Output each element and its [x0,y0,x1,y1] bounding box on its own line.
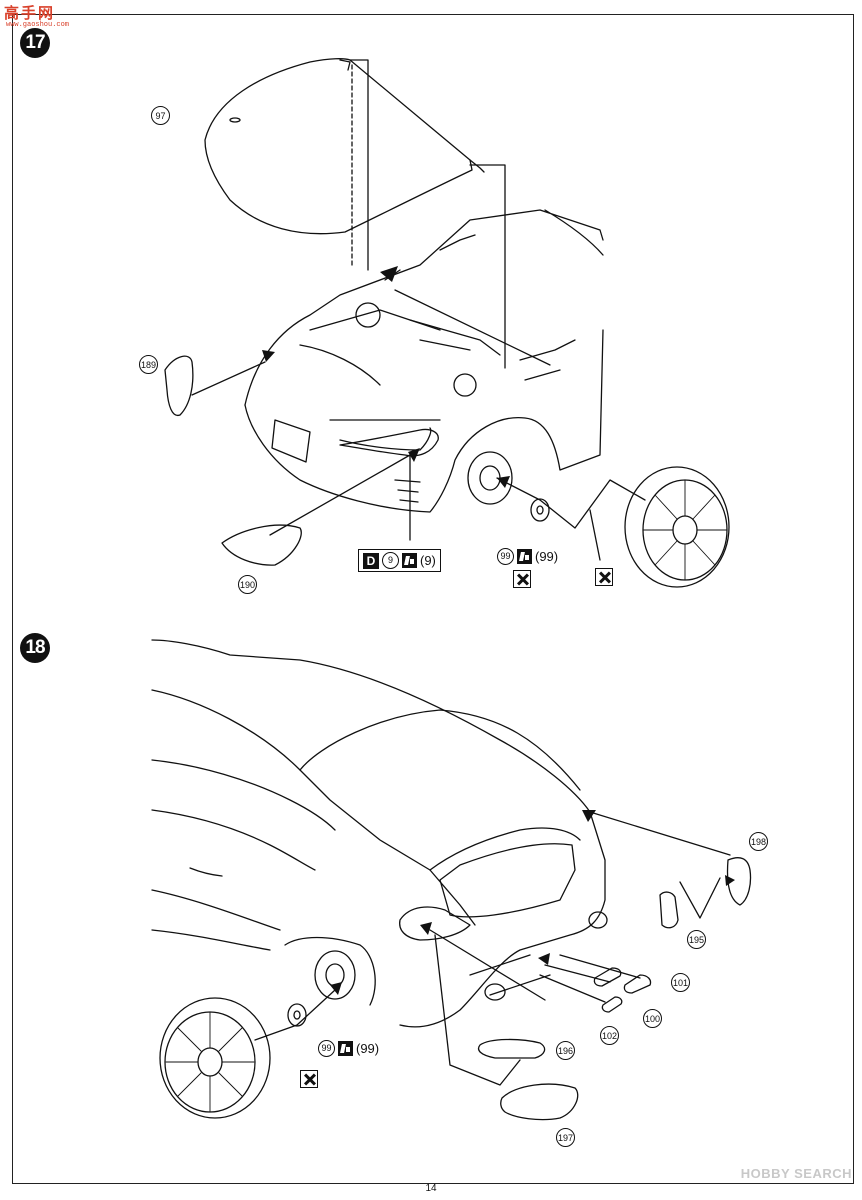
part-label: 102 [600,1026,619,1045]
part-label: 195 [687,930,706,949]
step-18-marker: 18 [20,633,50,663]
part-label: 97 [151,106,170,125]
paint-brush-icon [402,553,417,568]
paint-callout-wheel-17: 99 (99) [497,548,558,565]
paint-callout-wheel-18: 99 (99) [318,1040,379,1057]
part-label: 190 [238,575,257,594]
part-label: 197 [556,1128,575,1147]
paint-brush-icon [338,1041,353,1056]
part-number: 99 [497,548,514,565]
paint-number: 9 [382,552,399,569]
no-glue-icon [595,568,613,586]
part-label: 198 [749,832,768,851]
page-number: 14 [425,1183,437,1194]
page-frame [12,14,854,1184]
watermark-bottom: HOBBY SEARCH [740,1166,852,1181]
part-label: 189 [139,355,158,374]
hood-part [204,58,473,235]
paint-code-box: D [363,552,379,569]
paint-number-alt: (9) [420,553,436,568]
no-glue-icon [300,1070,318,1088]
no-glue-icon [513,570,531,588]
paint-callout-headlight: D 9 (9) [358,549,441,572]
part-label: 100 [643,1009,662,1028]
part-label: 101 [671,973,690,992]
part-label: 196 [556,1041,575,1060]
part-number: 99 [318,1040,335,1057]
paint-number-alt: (99) [535,549,559,564]
paint-number-alt: (99) [356,1041,380,1056]
paint-brush-icon [517,549,532,564]
watermark-top: 高手网 [4,5,56,22]
watermark-top-url: www.gaoshou.com [6,21,70,29]
step-17-marker: 17 [20,28,50,58]
